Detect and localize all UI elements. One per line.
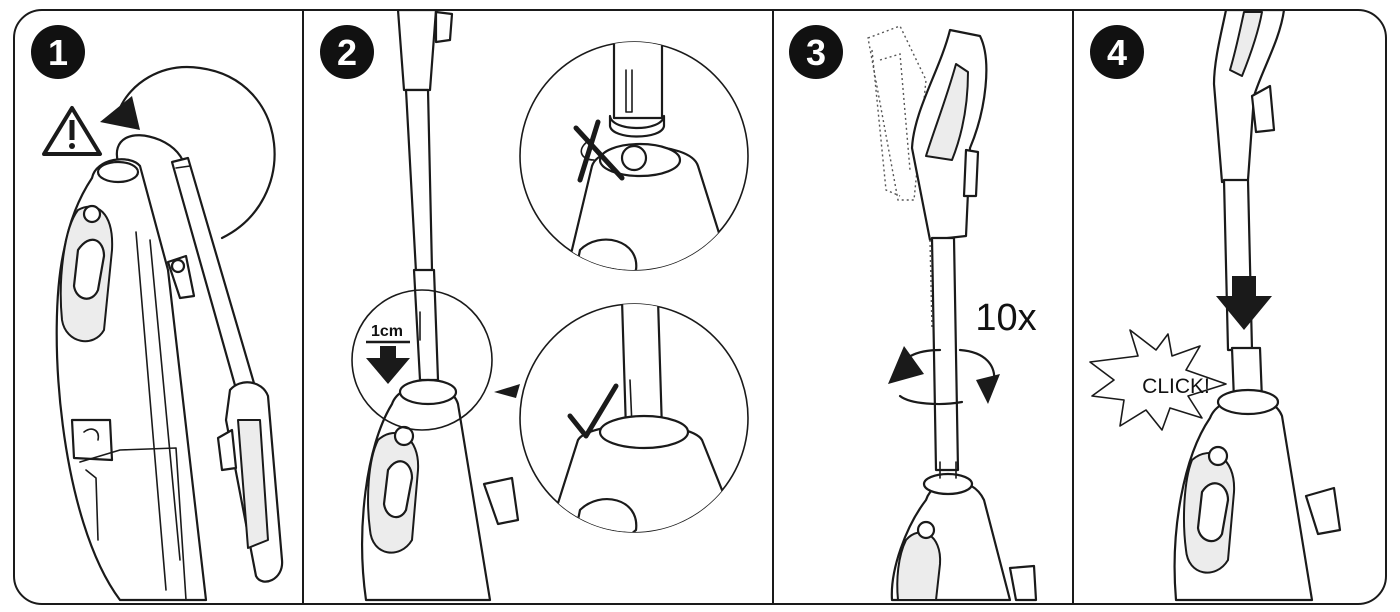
step-number: 1 [48,32,68,73]
cross-mark-icon [573,119,625,183]
rotation-count: 10x [975,297,1036,339]
step-badge-3: 3 [789,25,843,79]
click-label: CLICK! [1142,375,1210,398]
click-burst: CLICK! [1089,329,1227,431]
step-number: 2 [337,32,357,73]
panel-step-4: CLICK! 4 [1089,10,1342,602]
panel-step-1: 1 [31,25,284,602]
rotate-arrows-icon [888,346,1000,406]
rotate-back-arrow [118,65,276,240]
mop-handle-grip [1212,10,1286,184]
panel-step-3: 10x 3 [789,25,1038,602]
step-badge-4: 4 [1090,25,1144,79]
down-arrow-icon [1216,276,1272,330]
zoom-correct [519,303,749,533]
mop-handle [396,10,438,92]
zoom-area [351,289,493,431]
step-number: 3 [806,32,826,73]
check-mark-icon [567,383,619,439]
push-down-indicator: 1cm [366,323,410,384]
warning-triangle-icon [42,106,102,156]
rotate-back-arrowhead [100,96,140,130]
measure-label: 1cm [371,323,403,340]
panel-step-2: 1cm [320,10,749,602]
zoom-wrong [519,41,749,271]
step-badge-1: 1 [31,25,85,79]
step-badge-2: 2 [320,25,374,79]
step-number: 4 [1107,32,1127,73]
outer-frame [13,9,1387,605]
down-arrow-icon [366,346,410,384]
